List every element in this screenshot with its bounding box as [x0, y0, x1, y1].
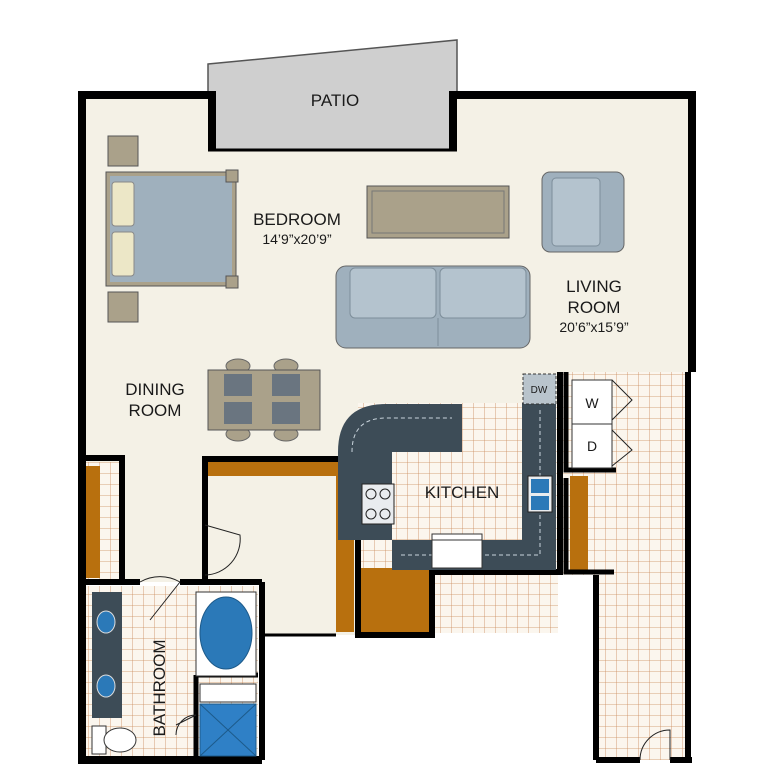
washer-label: W: [585, 395, 599, 411]
armchair: [541, 171, 625, 253]
dining-table: [207, 358, 321, 442]
living-dims: 20’6”x15’9”: [559, 319, 629, 335]
living-label-line2: ROOM: [568, 298, 621, 317]
patio: PATIO: [207, 39, 458, 151]
dining-label-line2: ROOM: [129, 401, 182, 420]
refrigerator: [431, 533, 483, 569]
vanity: [92, 592, 122, 718]
bathroom-label: BATHROOM: [150, 640, 169, 737]
toilet: [91, 725, 137, 755]
toilet-door: [175, 714, 197, 736]
laundry-doors: [611, 379, 633, 467]
kitchen-sink: [527, 475, 553, 513]
bedroom-dims: 14’9”x20’9”: [262, 231, 332, 247]
patio-label: PATIO: [311, 91, 360, 110]
dryer: D: [571, 423, 613, 469]
dishwasher: DW: [522, 373, 557, 405]
bathtub: [195, 591, 257, 677]
coffee-table: [366, 185, 510, 239]
dryer-label: D: [587, 438, 597, 454]
dining-label-line1: DINING: [125, 380, 185, 399]
nightstand: [107, 135, 139, 167]
bed: [105, 169, 239, 289]
sofa: [335, 265, 531, 349]
kitchen-label: KITCHEN: [425, 483, 500, 502]
shower: [199, 683, 257, 757]
closet-shelving: [86, 462, 588, 632]
closet-door: [204, 524, 241, 576]
pillow: [111, 231, 135, 277]
bedroom-label: BEDROOM: [253, 210, 341, 229]
washer: W: [571, 379, 613, 427]
stove: [361, 483, 395, 525]
doors: [139, 524, 671, 761]
living-label-line1: LIVING: [566, 277, 622, 296]
dishwasher-label: DW: [531, 385, 548, 396]
nightstand: [107, 291, 139, 323]
entry-door: [639, 729, 671, 761]
pillow: [111, 181, 135, 227]
bath-door: [139, 576, 181, 621]
